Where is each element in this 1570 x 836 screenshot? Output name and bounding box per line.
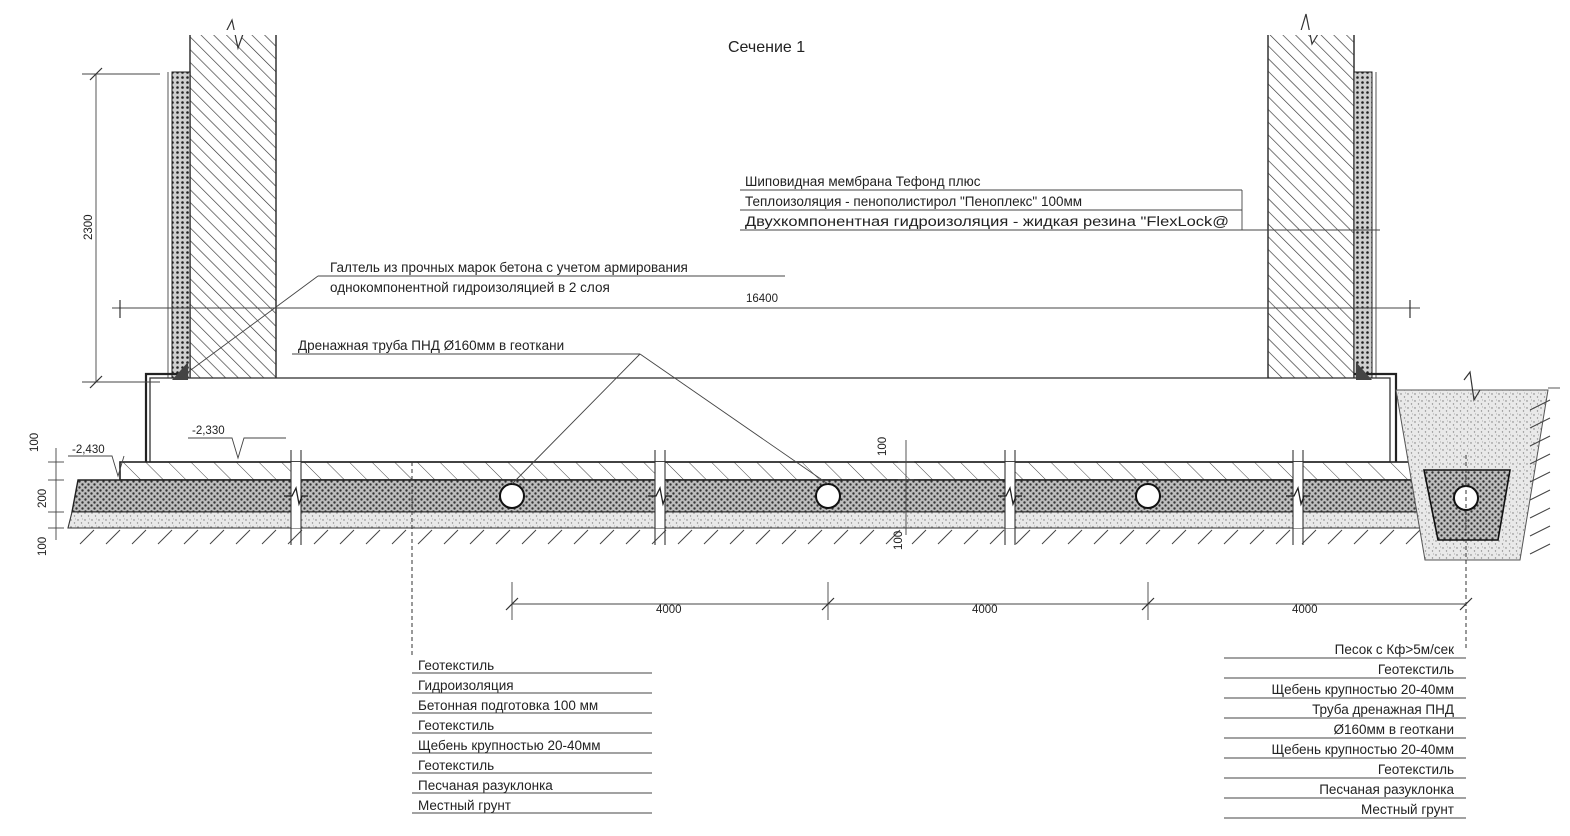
level-2-value: -2,430 <box>72 444 105 456</box>
floor-layer-3: Бетонная подготовка 100 мм <box>418 698 598 713</box>
drain-pipe-callout: Дренажная труба ПНД Ø160мм в геоткани <box>292 338 829 485</box>
floor-layer-8: Местный грунт <box>418 798 511 813</box>
foundation-slab <box>144 362 1398 463</box>
level-1-value: -2,330 <box>192 425 225 437</box>
dim-mid-100-top: 100 <box>877 437 889 456</box>
dim-spacing-3: 4000 <box>1292 604 1318 616</box>
dim-left-100-bottom: 100 <box>37 537 49 556</box>
dim-left-200: 200 <box>37 489 49 508</box>
dim-left-100-top: 100 <box>29 433 41 452</box>
trench-layer-4: Труба дренажная ПНД <box>1312 702 1454 717</box>
trench-layer-6: Щебень крупностью 20-40мм <box>1271 742 1454 757</box>
drain-pipe-1 <box>499 483 525 509</box>
drain-trench <box>1395 370 1560 561</box>
floor-layer-5: Щебень крупностью 20-40мм <box>418 738 601 753</box>
trench-layer-5: Ø160мм в геоткани <box>1334 722 1455 737</box>
dim-spacing-2: 4000 <box>972 604 998 616</box>
trench-layer-2: Геотекстиль <box>1378 662 1454 677</box>
wall-layer-2: Теплоизоляция - пенополистирол "Пеноплек… <box>745 194 1082 209</box>
right-wall <box>1266 13 1377 383</box>
trench-layer-3: Щебень крупностью 20-40мм <box>1271 682 1454 697</box>
dim-span: 16400 <box>112 293 1420 318</box>
dim-span-value: 16400 <box>746 293 778 305</box>
fillet-label-line-1: Галтель из прочных марок бетона с учетом… <box>330 260 688 275</box>
gravel-layer <box>71 479 1426 513</box>
floor-layer-1: Геотекстиль <box>418 658 494 673</box>
dim-mid-100-bottom: 100 <box>893 531 905 550</box>
trench-layer-9: Местный грунт <box>1361 802 1454 817</box>
drain-pipe-2 <box>815 483 841 509</box>
concrete-preparation <box>119 461 1413 481</box>
fillet-callout: Галтель из прочных марок бетона с учетом… <box>179 260 785 379</box>
floor-layer-2: Гидроизоляция <box>418 678 514 693</box>
sand-layer <box>67 511 1426 529</box>
floor-layer-6: Геотекстиль <box>418 758 494 773</box>
wall-layer-1: Шиповидная мембрана Тефонд плюс <box>745 174 981 189</box>
break-lines <box>284 450 1310 545</box>
drain-pipe-3 <box>1135 483 1161 509</box>
ground-hatch <box>79 529 1421 545</box>
level-markers: -2,330 -2,430 <box>68 425 286 478</box>
drain-pipe-label: Дренажная труба ПНД Ø160мм в геоткани <box>298 338 564 353</box>
left-wall <box>167 18 278 383</box>
trench-layer-7: Геотекстиль <box>1378 762 1454 777</box>
trench-layer-1: Песок с Кф>5м/сек <box>1335 642 1454 657</box>
dim-wall-height-value: 2300 <box>83 214 95 240</box>
dim-wall-height: 2300 <box>82 67 160 389</box>
fillet-label-line-2: однокомпонентной гидроизоляцией в 2 слоя <box>330 280 610 295</box>
floor-layer-7: Песчаная разуклонка <box>418 778 553 793</box>
wall-layer-3: Двухкомпонентная гидроизоляция - жидкая … <box>745 214 1229 229</box>
dim-mid-layers: 100 100 <box>877 437 914 550</box>
dim-pipe-spacing: 4000 4000 4000 <box>505 582 1473 620</box>
dim-spacing-1: 4000 <box>656 604 682 616</box>
wall-layers-callout: Шиповидная мембрана Тефонд плюс Теплоизо… <box>740 174 1380 231</box>
trench-layer-8: Песчаная разуклонка <box>1319 782 1454 797</box>
section-title: Сечение 1 <box>728 39 805 56</box>
dim-left-layers: 100 200 100 <box>29 433 64 556</box>
floor-layer-4: Геотекстиль <box>418 718 494 733</box>
